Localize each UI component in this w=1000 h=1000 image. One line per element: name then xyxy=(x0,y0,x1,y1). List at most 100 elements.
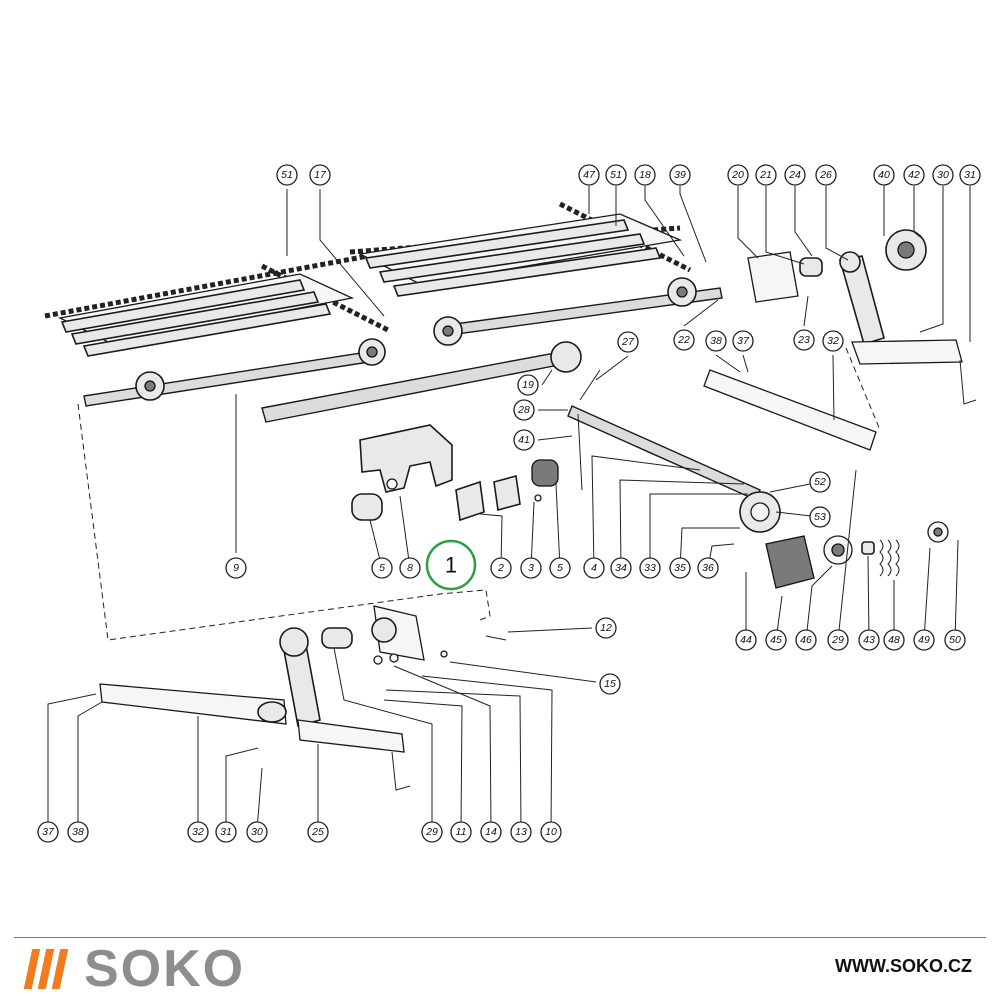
svg-text:18: 18 xyxy=(639,169,651,181)
svg-text:23: 23 xyxy=(797,334,810,346)
callout-13[interactable]: 13 xyxy=(510,821,532,843)
callout-38[interactable]: 38 xyxy=(67,821,89,843)
callout-42[interactable]: 42 xyxy=(903,164,925,186)
callout-24[interactable]: 24 xyxy=(784,164,806,186)
svg-text:11: 11 xyxy=(456,826,467,838)
callout-11[interactable]: 11 xyxy=(450,821,472,843)
callout-8[interactable]: 8 xyxy=(399,557,421,579)
svg-text:19: 19 xyxy=(522,379,534,391)
callout-43[interactable]: 43 xyxy=(858,629,880,651)
center-bracket-group xyxy=(351,424,559,522)
svg-text:5: 5 xyxy=(557,562,563,574)
callout-53[interactable]: 53 xyxy=(809,506,831,528)
callout-32[interactable]: 32 xyxy=(187,821,209,843)
callout-4[interactable]: 4 xyxy=(583,557,605,579)
svg-text:46: 46 xyxy=(800,634,812,646)
right-long-lever xyxy=(703,369,877,451)
callout-30[interactable]: 30 xyxy=(246,821,268,843)
svg-text:40: 40 xyxy=(878,169,890,181)
svg-text:32: 32 xyxy=(827,335,839,347)
callout-37[interactable]: 37 xyxy=(37,821,59,843)
callout-48[interactable]: 48 xyxy=(883,629,905,651)
callout-17[interactable]: 17 xyxy=(309,164,331,186)
callout-47[interactable]: 47 xyxy=(578,164,600,186)
svg-text:30: 30 xyxy=(937,169,949,181)
svg-text:25: 25 xyxy=(311,826,324,838)
callout-45[interactable]: 45 xyxy=(765,629,787,651)
svg-text:29: 29 xyxy=(425,826,438,838)
callout-26[interactable]: 26 xyxy=(815,164,837,186)
callout-27[interactable]: 27 xyxy=(617,331,639,353)
svg-text:30: 30 xyxy=(251,826,263,838)
brand-logo: SOKO xyxy=(23,940,246,998)
callout-20[interactable]: 20 xyxy=(727,164,749,186)
callout-29[interactable]: 29 xyxy=(827,629,849,651)
svg-text:31: 31 xyxy=(964,169,976,181)
svg-text:51: 51 xyxy=(281,169,293,181)
callout-46[interactable]: 46 xyxy=(795,629,817,651)
lever-linkage xyxy=(567,369,781,533)
bottom-lever-assembly xyxy=(99,605,507,791)
callout-40[interactable]: 40 xyxy=(873,164,895,186)
svg-text:35: 35 xyxy=(674,562,686,574)
svg-text:4: 4 xyxy=(591,562,597,574)
svg-text:17: 17 xyxy=(314,169,327,181)
svg-text:39: 39 xyxy=(674,169,686,181)
svg-text:5: 5 xyxy=(379,562,385,574)
svg-text:20: 20 xyxy=(731,169,744,181)
callout-15[interactable]: 15 xyxy=(599,673,621,695)
callout-22[interactable]: 22 xyxy=(673,329,695,351)
svg-text:31: 31 xyxy=(220,826,232,838)
callout-39[interactable]: 39 xyxy=(669,164,691,186)
callout-51[interactable]: 51 xyxy=(276,164,298,186)
callout-14[interactable]: 14 xyxy=(480,821,502,843)
callout-9[interactable]: 9 xyxy=(225,557,247,579)
callout-18[interactable]: 18 xyxy=(634,164,656,186)
svg-text:1: 1 xyxy=(445,553,457,578)
left-conveyor-assembly xyxy=(44,253,390,407)
callout-44[interactable]: 44 xyxy=(735,629,757,651)
callout-29[interactable]: 29 xyxy=(421,821,443,843)
callout-33[interactable]: 33 xyxy=(639,557,661,579)
exploded-parts-diagram: 51 17 47 51 18 39 20 21 24 26 40 42 30 3… xyxy=(37,164,981,843)
callout-5[interactable]: 5 xyxy=(549,557,571,579)
website-link[interactable]: WWW.SOKO.CZ xyxy=(835,956,972,976)
svg-text:49: 49 xyxy=(918,634,930,646)
svg-text:10: 10 xyxy=(545,826,557,838)
svg-text:27: 27 xyxy=(621,336,635,348)
callout-10[interactable]: 10 xyxy=(540,821,562,843)
callout-31[interactable]: 31 xyxy=(959,164,981,186)
svg-text:36: 36 xyxy=(702,562,714,574)
callout-50[interactable]: 50 xyxy=(944,629,966,651)
callout-23[interactable]: 23 xyxy=(793,329,815,351)
callout-37[interactable]: 37 xyxy=(732,330,754,352)
svg-text:48: 48 xyxy=(888,634,900,646)
callout-3[interactable]: 3 xyxy=(520,557,542,579)
callout-34[interactable]: 34 xyxy=(610,557,632,579)
callout-19[interactable]: 19 xyxy=(517,374,539,396)
callout-28[interactable]: 28 xyxy=(513,399,535,421)
callout-21[interactable]: 21 xyxy=(755,164,777,186)
callout-49[interactable]: 49 xyxy=(913,629,935,651)
callout-5[interactable]: 5 xyxy=(371,557,393,579)
callout-2[interactable]: 2 xyxy=(490,557,512,579)
svg-text:45: 45 xyxy=(770,634,782,646)
callout-25[interactable]: 25 xyxy=(307,821,329,843)
callout-52[interactable]: 52 xyxy=(809,471,831,493)
right-conveyor-assembly xyxy=(349,201,723,346)
callout-30[interactable]: 30 xyxy=(932,164,954,186)
brand-name: SOKO xyxy=(84,940,246,998)
selected-part-callout[interactable]: 1 xyxy=(425,539,477,591)
callout-12[interactable]: 12 xyxy=(595,617,617,639)
callout-31[interactable]: 31 xyxy=(215,821,237,843)
svg-text:44: 44 xyxy=(740,634,752,646)
callout-41[interactable]: 41 xyxy=(513,429,535,451)
callout-32[interactable]: 32 xyxy=(822,330,844,352)
callout-51[interactable]: 51 xyxy=(605,164,627,186)
callout-35[interactable]: 35 xyxy=(669,557,691,579)
svg-text:12: 12 xyxy=(600,622,612,634)
svg-text:51: 51 xyxy=(610,169,622,181)
callout-38[interactable]: 38 xyxy=(705,330,727,352)
callout-36[interactable]: 36 xyxy=(697,557,719,579)
svg-text:14: 14 xyxy=(485,826,497,838)
